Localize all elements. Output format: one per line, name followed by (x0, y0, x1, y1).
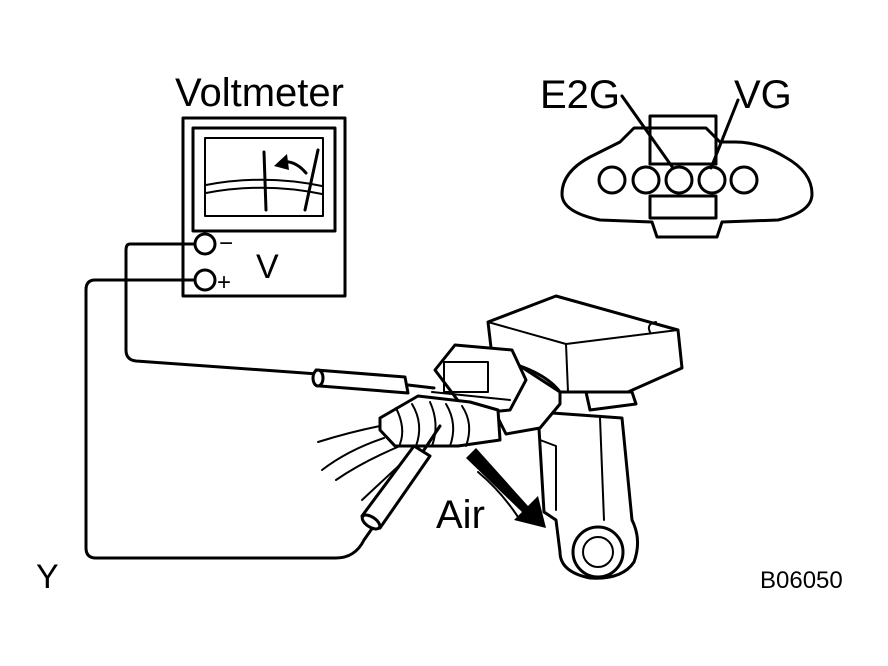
plus-terminal[interactable] (193, 268, 217, 292)
mass-air-flow-sensor-icon (317, 294, 684, 580)
vg-pin-label: VG (734, 73, 792, 117)
figure-code: B06050 (760, 567, 843, 594)
connector-face-icon (560, 94, 814, 239)
e2g-pin-label: E2G (540, 73, 620, 117)
air-flow-arrow-icon (466, 448, 546, 528)
probe-icon (311, 368, 436, 395)
positive-lead-wire (84, 278, 380, 560)
air-flow-label: Air (436, 493, 485, 537)
meter-symbol-label: V (256, 248, 279, 286)
minus-terminal[interactable] (193, 232, 217, 256)
minus-terminal-label: − (219, 230, 233, 257)
voltmeter-icon (181, 116, 347, 298)
negative-lead-wire (124, 242, 320, 376)
voltmeter-label: Voltmeter (175, 71, 344, 115)
corner-mark: Y (36, 558, 59, 596)
plus-terminal-label: + (217, 269, 231, 296)
probe-icon (360, 424, 442, 531)
